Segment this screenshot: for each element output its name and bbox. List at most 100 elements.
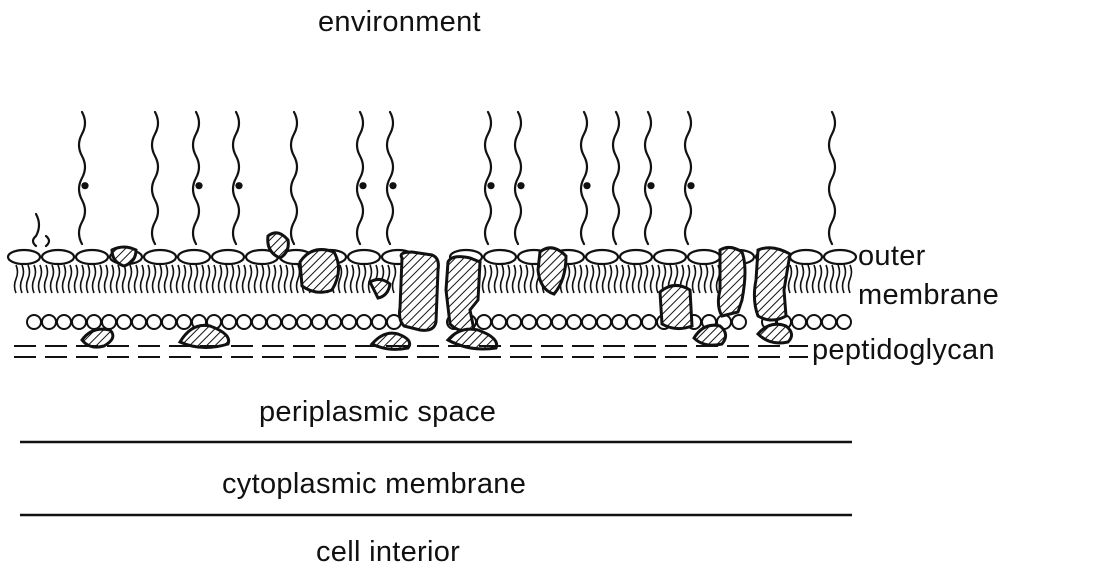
lipid-tail: [801, 265, 804, 293]
lipid-head: [837, 315, 851, 329]
lipid-tail: [831, 265, 834, 293]
lipid-head: [790, 250, 822, 264]
lps-chain: [829, 112, 835, 244]
lipid-head: [522, 315, 536, 329]
lipid-tail: [147, 265, 150, 293]
lipid-head: [76, 250, 108, 264]
lipid-tail: [369, 265, 372, 293]
inner-leaflet-heads: [27, 315, 851, 329]
lipid-tail: [639, 265, 642, 293]
lipid-tail: [525, 265, 528, 293]
lipid-tail: [645, 265, 648, 293]
lipid-head: [297, 315, 311, 329]
lipid-head: [87, 315, 101, 329]
lipid-tail: [591, 265, 594, 293]
lipid-tail: [621, 265, 624, 293]
lipid-tail: [213, 265, 216, 293]
lipid-head: [282, 315, 296, 329]
lipid-tail: [15, 265, 18, 293]
lipid-head: [372, 315, 386, 329]
lipid-tail: [141, 265, 144, 293]
lps-chain: [387, 112, 393, 244]
lipid-head: [732, 315, 746, 329]
lipid-tail: [507, 265, 510, 293]
lps-chain: [581, 112, 587, 244]
lipid-tail: [201, 265, 204, 293]
lps-chain: [193, 112, 199, 244]
lps-chains: [33, 112, 835, 246]
lipid-head: [567, 315, 581, 329]
lipid-tail: [153, 265, 156, 293]
sugar-dot: [583, 182, 590, 189]
lipid-head: [42, 315, 56, 329]
lipid-tail: [597, 265, 600, 293]
lipid-tail: [657, 265, 660, 293]
lipid-head: [147, 315, 161, 329]
sugar-dot: [389, 182, 396, 189]
lipid-tail: [489, 265, 492, 293]
lipid-tail: [567, 265, 570, 293]
lipid-tail: [579, 265, 582, 293]
lipid-tail: [159, 265, 162, 293]
lipid-head: [582, 315, 596, 329]
lipid-tail: [183, 265, 186, 293]
lipid-tail: [225, 265, 228, 293]
porin-protein: [400, 252, 439, 330]
lipid-head: [267, 315, 281, 329]
environment-label: environment: [318, 8, 481, 37]
lipid-tail: [279, 265, 282, 293]
lipid-tail: [357, 265, 360, 293]
lipid-tail: [177, 265, 180, 293]
peptidoglycan-label: peptidoglycan: [812, 336, 995, 365]
lipid-tail: [165, 265, 168, 293]
lipid-tail: [45, 265, 48, 293]
lipid-tail: [615, 265, 618, 293]
lipid-tail: [819, 265, 822, 293]
lipid-tail: [693, 265, 696, 293]
lipoprotein: [370, 279, 390, 298]
lipid-tail: [633, 265, 636, 293]
sugar-dot: [517, 182, 524, 189]
cytoplasmic-membrane-label: cytoplasmic membrane: [222, 470, 526, 499]
lipid-tail: [351, 265, 354, 293]
lipid-tail: [285, 265, 288, 293]
lipid-tail: [249, 265, 252, 293]
lipid-head: [597, 315, 611, 329]
lipid-tail: [237, 265, 240, 293]
lipid-head: [57, 315, 71, 329]
periplasmic-space-label: periplasmic space: [259, 398, 496, 427]
lipid-tail: [585, 265, 588, 293]
lipoprotein: [300, 250, 339, 293]
lipid-head: [824, 250, 856, 264]
lipid-head: [822, 315, 836, 329]
lipid-head: [492, 315, 506, 329]
sugar-dot: [81, 182, 88, 189]
lipid-head: [586, 250, 618, 264]
lipid-tail: [603, 265, 606, 293]
lipid-tail: [33, 265, 36, 293]
lipid-tail: [699, 265, 702, 293]
lipid-tail: [813, 265, 816, 293]
lipid-tail: [171, 265, 174, 293]
lipid-tail: [843, 265, 846, 293]
lipid-head: [162, 315, 176, 329]
lipid-tail: [105, 265, 108, 293]
lipid-tail: [21, 265, 24, 293]
lipid-head: [252, 315, 266, 329]
lipid-head: [342, 315, 356, 329]
lipid-tail: [849, 265, 852, 293]
lipid-tail: [231, 265, 234, 293]
lipid-tail: [495, 265, 498, 293]
lipid-tail: [75, 265, 78, 293]
lipid-head: [117, 315, 131, 329]
lipid-tail: [573, 265, 576, 293]
lipid-head: [620, 250, 652, 264]
lipid-head: [477, 315, 491, 329]
lps-chain: [485, 112, 491, 244]
lipid-head: [537, 315, 551, 329]
lipid-tail: [87, 265, 90, 293]
braun-lipoprotein: [82, 329, 113, 347]
lipoprotein: [538, 248, 566, 294]
sugar-dot: [647, 182, 654, 189]
lipid-head: [212, 250, 244, 264]
